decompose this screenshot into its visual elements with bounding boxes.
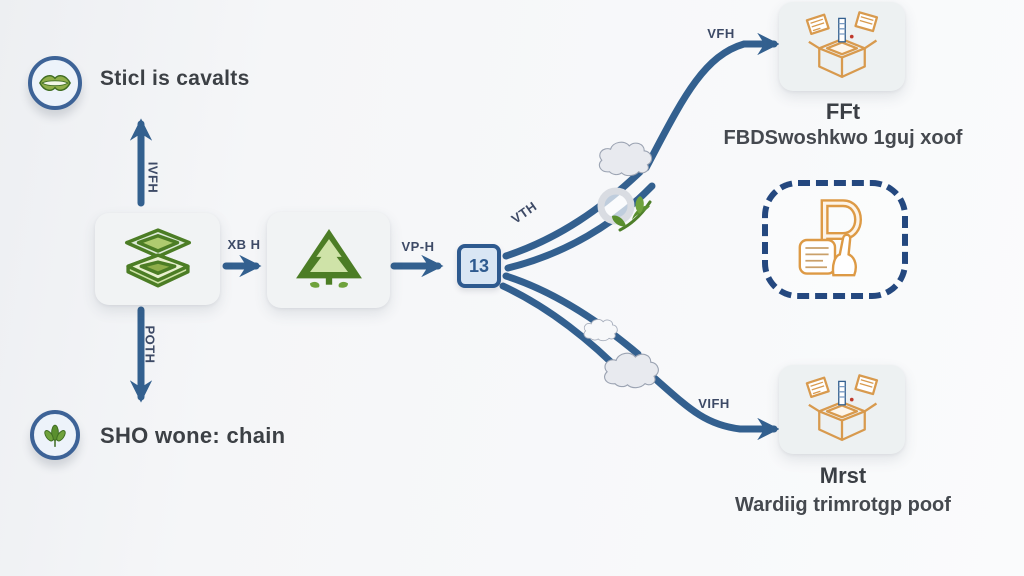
label-bottom-left: SHO wone: chain [100, 423, 286, 448]
cloud-icon-small [583, 319, 618, 342]
edge-label-lower-branch: VIFH [698, 396, 730, 411]
lower-branch-line-1 [502, 272, 642, 358]
dashed-badge-frame [762, 180, 908, 299]
center-node-glyph: 13 [468, 255, 490, 276]
edge-label-branch-mid: VTH [508, 198, 540, 227]
ring-icon [597, 187, 635, 225]
label-top-left: Sticl is cavalts [100, 67, 250, 90]
lips-coin-icon [39, 75, 71, 91]
box-tree [267, 212, 390, 308]
cloud-icon-lower [603, 352, 659, 389]
crate-package-icon [805, 10, 879, 78]
crate-package-icon [805, 373, 879, 441]
subtitle-top-right: FBDSwoshkwo 1guj xoof [723, 127, 963, 149]
lower-branch-line-2 [499, 282, 629, 380]
sprig-icon [612, 196, 652, 232]
badge-bottom-left [30, 410, 80, 460]
box-top-right [779, 2, 905, 91]
edge-label-money-tree: XB H [227, 237, 261, 252]
box-bottom-right [779, 365, 905, 454]
subtitle-bottom-right: Wardiig trimrotgp poof [735, 494, 951, 516]
box-money-stack [95, 213, 220, 305]
edge-label-tree-node: VP-H [401, 239, 435, 254]
edge-label-down: POTH [142, 325, 158, 364]
badge-top-left [28, 56, 82, 110]
edge-label-upper-branch: VFH [707, 26, 735, 41]
money-stack-icon [124, 228, 191, 288]
title-bottom-right: Mrst [819, 463, 867, 488]
title-top-right: FFt [825, 99, 861, 124]
tree-triangle-icon [295, 228, 362, 288]
edge-label-up: IVFH [145, 161, 161, 194]
p-document-hand-icon [798, 198, 862, 276]
cloud-icon-upper [598, 141, 653, 177]
center-node: 13 [457, 244, 501, 288]
leaf-cluster-icon [44, 424, 66, 447]
